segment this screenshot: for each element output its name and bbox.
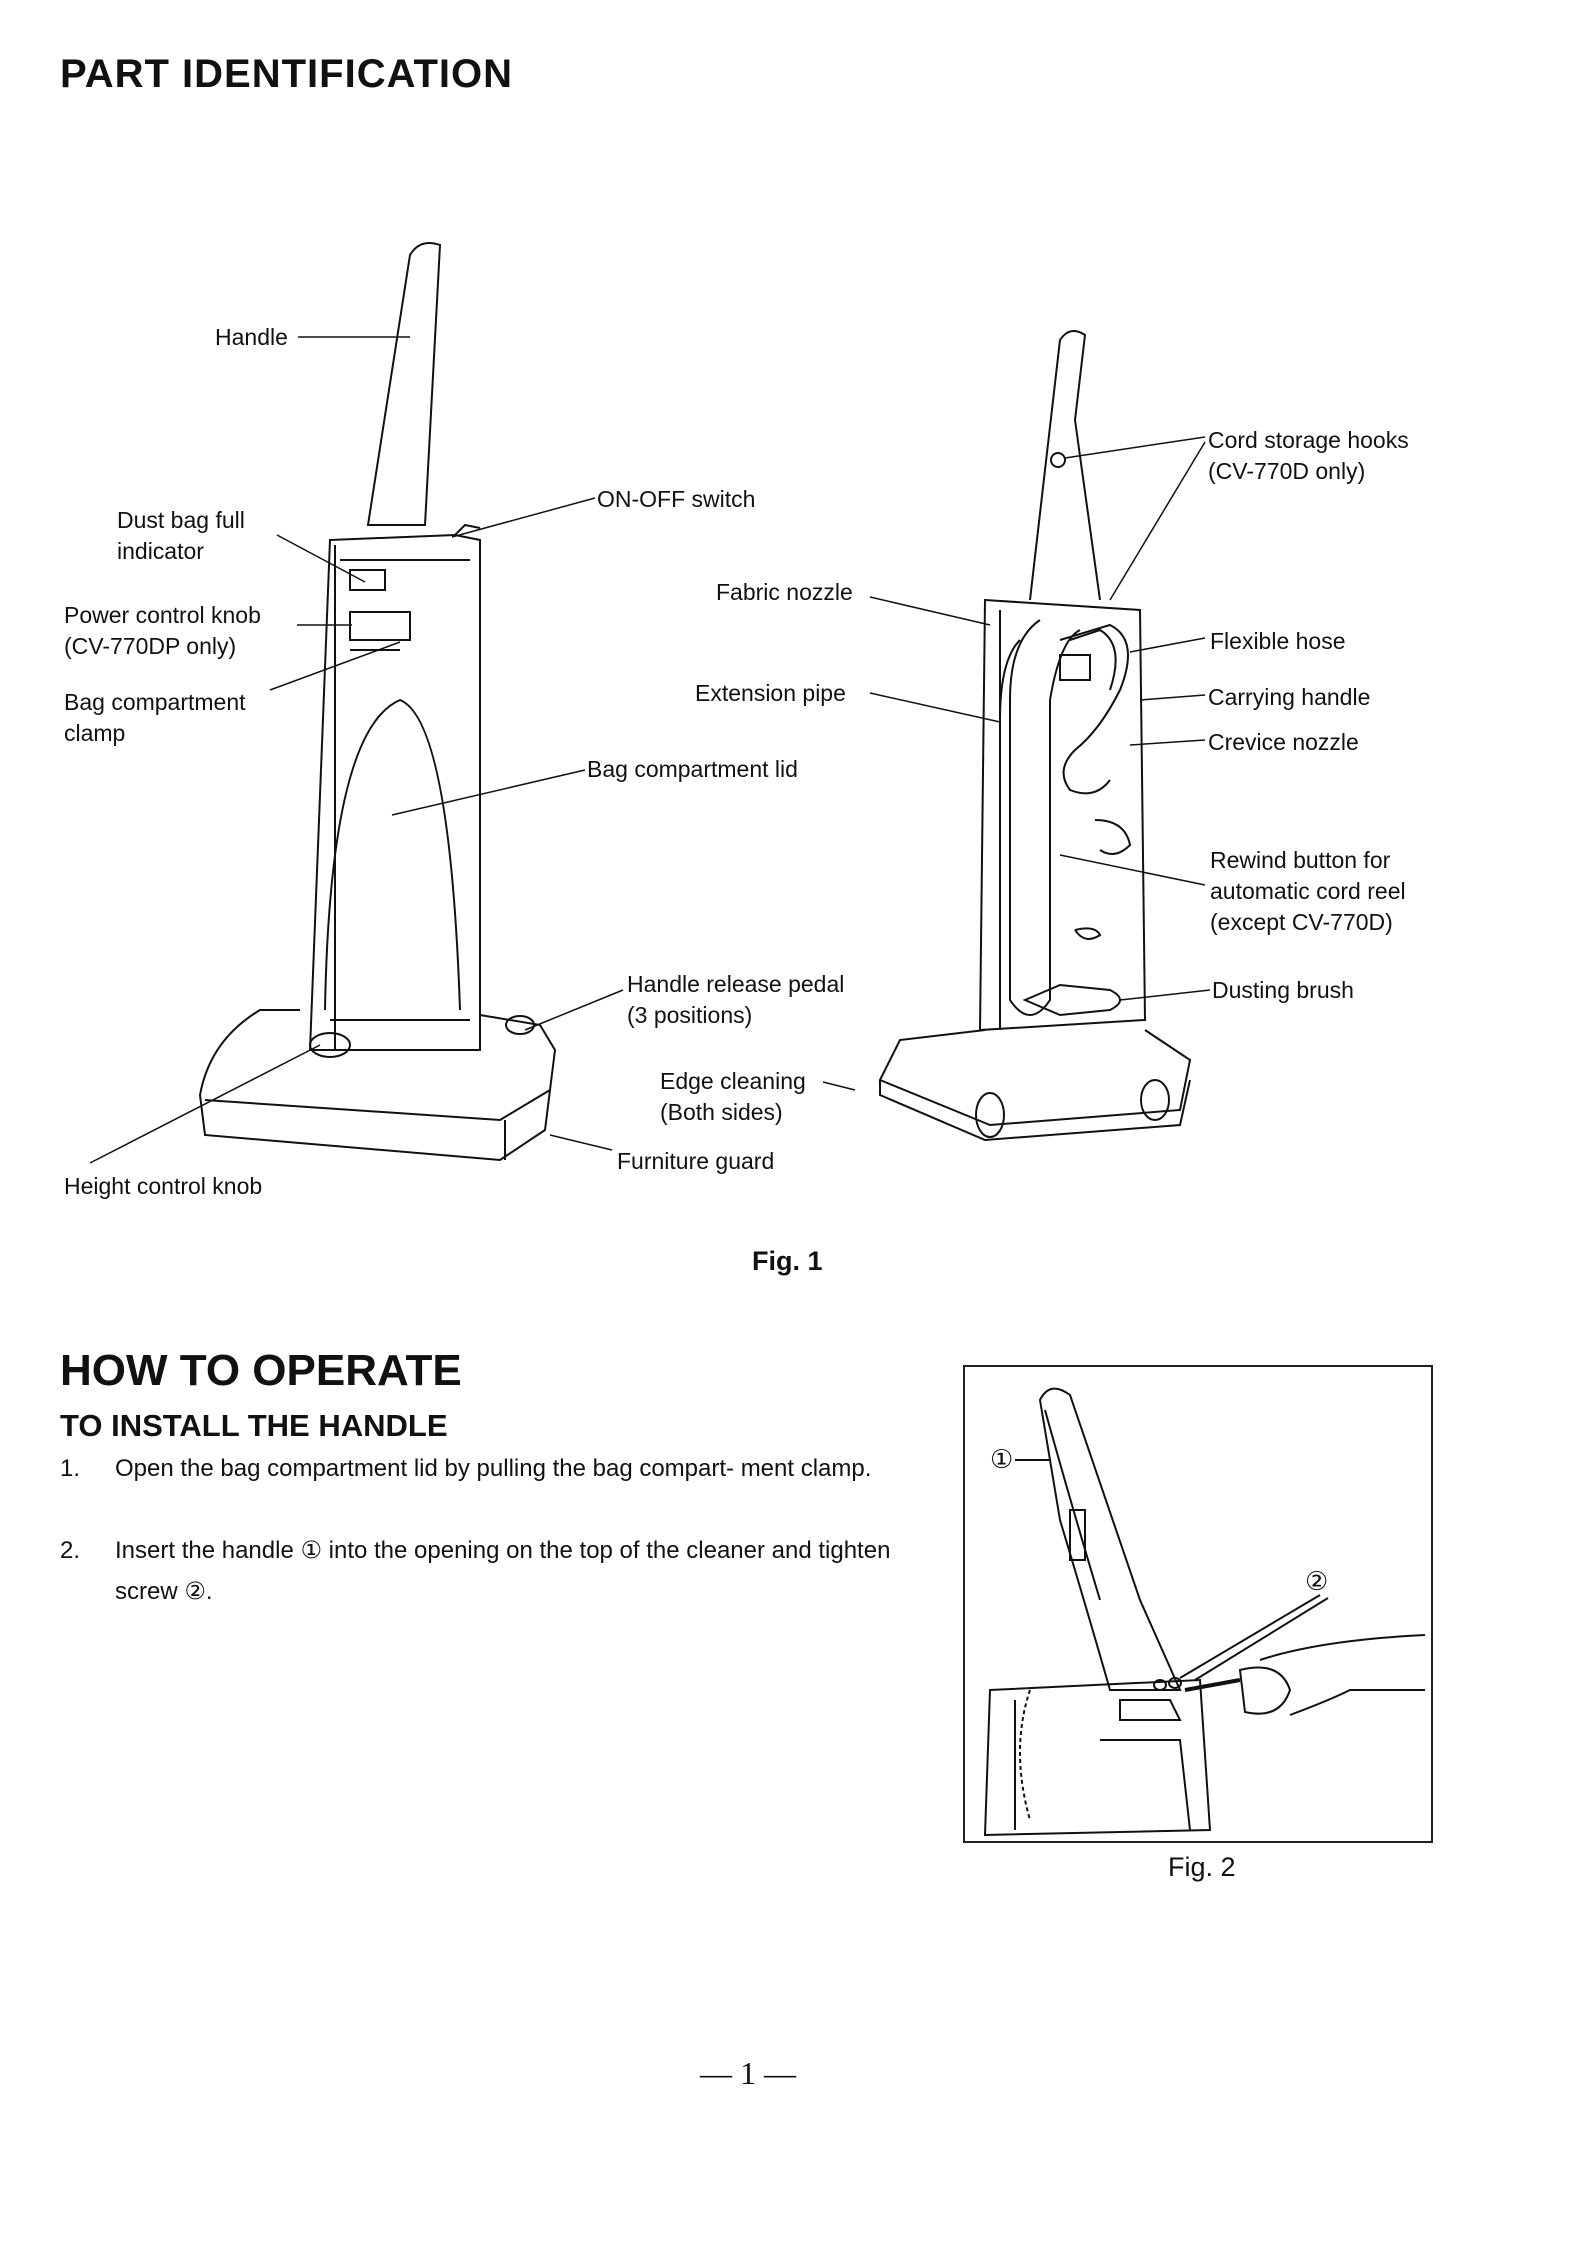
label-edge-cleaning-line2: (Both sides) <box>660 1099 783 1125</box>
label-height-control-knob: Height control knob <box>64 1173 263 1199</box>
fig1-leader-lines <box>89 336 1211 1164</box>
step-2-text: Insert the handle ① into the opening on … <box>115 1537 891 1605</box>
label-fabric-nozzle: Fabric nozzle <box>716 579 853 605</box>
label-carrying-handle: Carrying handle <box>1208 684 1371 710</box>
subsection-title-install-handle: TO INSTALL THE HANDLE <box>60 1408 448 1443</box>
label-bag-compartment-lid: Bag compartment lid <box>587 756 798 782</box>
label-extension-pipe: Extension pipe <box>695 680 846 706</box>
label-rewind-line2: automatic cord reel <box>1210 878 1406 904</box>
label-bag-clamp-line1: Bag compartment <box>64 689 246 715</box>
fig2-frame <box>963 1365 1433 1843</box>
label-dust-bag-full-line2: indicator <box>117 538 204 564</box>
label-dust-bag-full-line1: Dust bag full <box>117 507 245 533</box>
label-rewind-line3: (except CV-770D) <box>1210 909 1393 935</box>
label-power-control-line1: Power control knob <box>64 602 261 628</box>
label-dusting-brush: Dusting brush <box>1212 977 1354 1003</box>
section-title-how-to-operate: HOW TO OPERATE <box>60 1346 462 1395</box>
fig2-callout-1: ① <box>990 1444 1014 1474</box>
step-2: 2. Insert the handle ① into the opening … <box>60 1530 910 1612</box>
label-handle-release-line1: Handle release pedal <box>627 971 845 997</box>
label-rewind-line1: Rewind button for <box>1210 847 1391 873</box>
fig1-caption: Fig. 1 <box>752 1246 823 1276</box>
label-cord-hooks-line1: Cord storage hooks <box>1208 427 1409 453</box>
step-1: 1. Open the bag compartment lid by pulli… <box>60 1448 910 1530</box>
label-handle-release-line2: (3 positions) <box>627 1002 753 1028</box>
fig2-callout-2: ② <box>1305 1566 1329 1596</box>
step-1-number: 1. <box>60 1455 81 1482</box>
step-2-number: 2. <box>60 1537 81 1564</box>
label-bag-clamp-line2: clamp <box>64 720 126 746</box>
label-edge-cleaning-line1: Edge cleaning <box>660 1068 806 1094</box>
step-1-text: Open the bag compartment lid by pulling … <box>115 1455 872 1482</box>
label-on-off-switch: ON-OFF switch <box>597 486 756 512</box>
label-crevice-nozzle: Crevice nozzle <box>1208 729 1359 755</box>
label-cord-hooks-line2: (CV-770D only) <box>1208 458 1366 484</box>
label-power-control-line2: (CV-770DP only) <box>64 633 237 659</box>
label-furniture-guard: Furniture guard <box>617 1148 775 1174</box>
page-number: — 1 — <box>700 2055 796 2091</box>
section-title-part-identification: PART IDENTIFICATION <box>60 52 514 96</box>
label-handle: Handle <box>215 324 288 350</box>
fig2-caption: Fig. 2 <box>1168 1852 1236 1882</box>
label-flexible-hose: Flexible hose <box>1210 628 1346 654</box>
